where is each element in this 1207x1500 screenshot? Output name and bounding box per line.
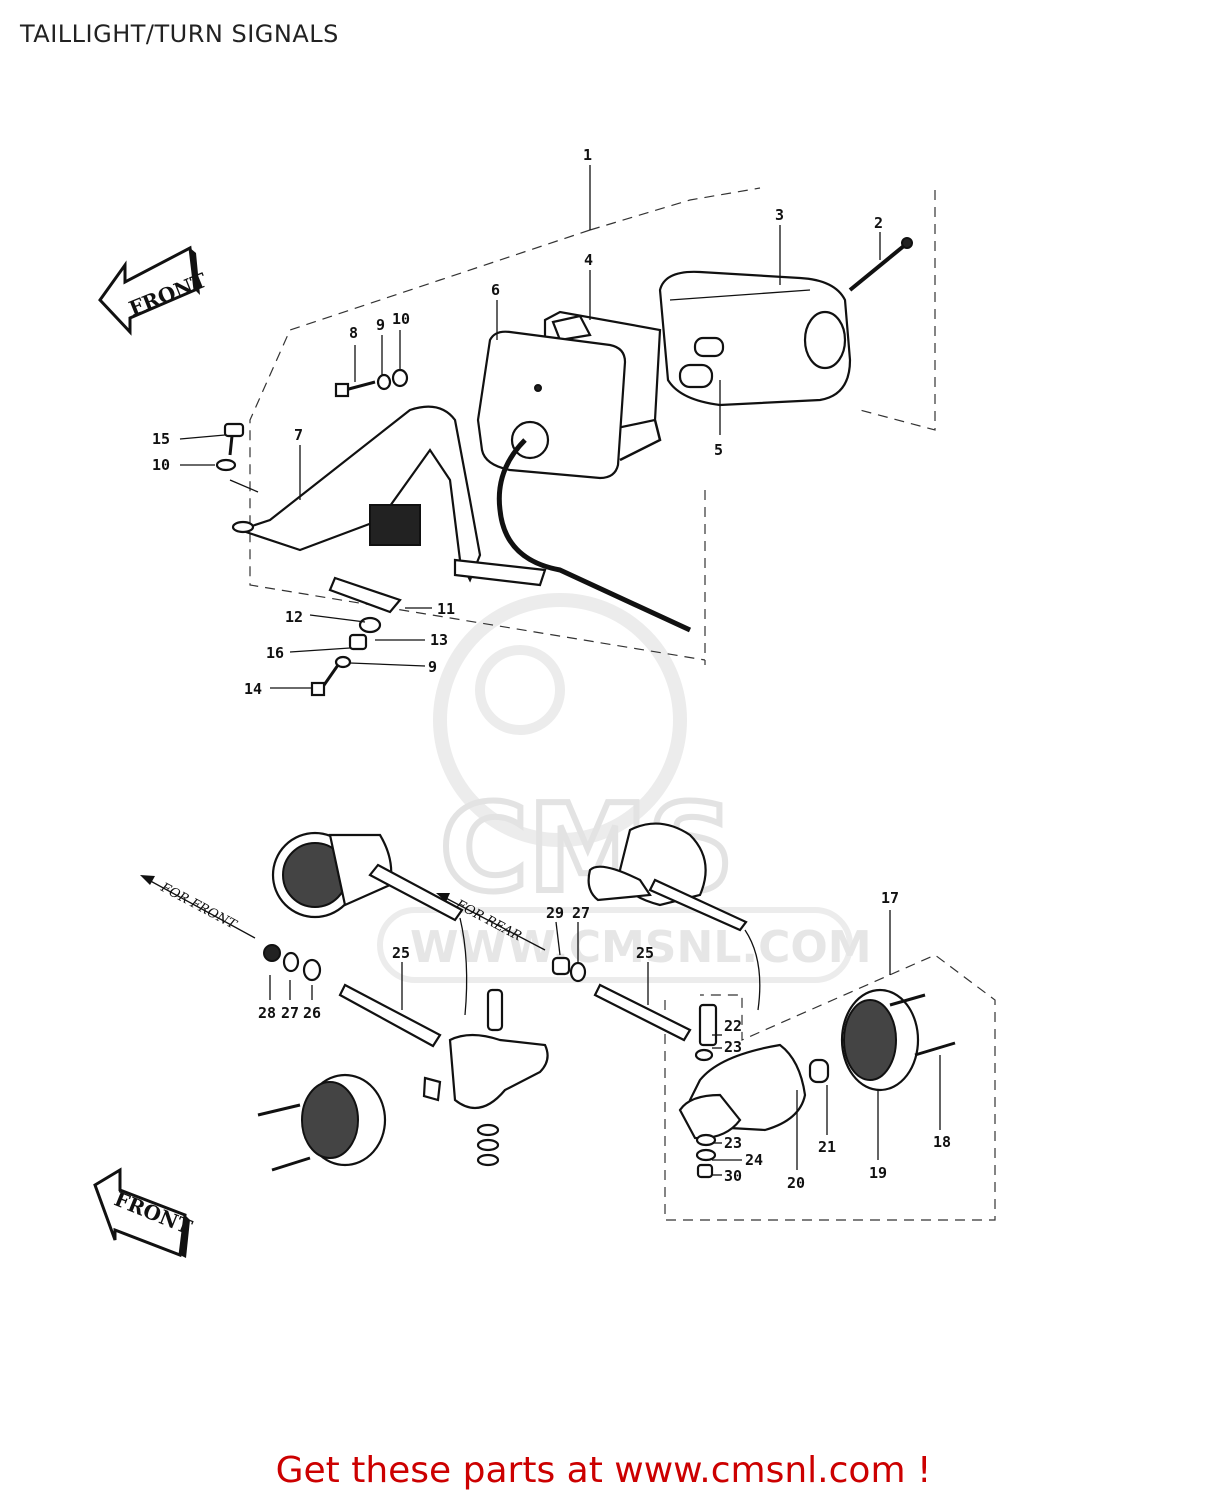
get-parts-link[interactable]: Get these parts at www.cmsnl.com ! — [275, 1450, 932, 1491]
callout-15: 15 — [152, 430, 170, 448]
watermark: CMS WWW.CMSNL.COM — [377, 593, 872, 983]
callout-16: 16 — [266, 644, 284, 662]
front-arrow-top: FRONT — [98, 245, 210, 336]
callout-25-left: 25 — [392, 944, 410, 962]
callout-17: 17 — [881, 889, 899, 907]
callout-22: 22 — [724, 1017, 742, 1035]
callout-19: 19 — [869, 1164, 887, 1182]
callout-23-upper: 23 — [724, 1038, 742, 1056]
callout-24: 24 — [745, 1151, 763, 1169]
callout-1: 1 — [583, 146, 592, 164]
callout-27-lower: 27 — [281, 1004, 299, 1022]
callouts: 1 2 3 4 5 6 7 8 9 10 15 10 11 12 13 16 9… — [152, 146, 951, 1192]
callout-6: 6 — [491, 281, 500, 299]
callout-8: 8 — [349, 324, 358, 342]
page-title: TAILLIGHT/TURN SIGNALS — [20, 20, 339, 48]
callout-3: 3 — [775, 206, 784, 224]
callout-26: 26 — [303, 1004, 321, 1022]
taillight-assembly — [215, 165, 936, 697]
callout-5: 5 — [714, 441, 723, 459]
watermark-url: WWW.CMSNL.COM — [410, 922, 872, 973]
callout-2: 2 — [874, 214, 883, 232]
callout-18: 18 — [933, 1133, 951, 1151]
callout-28: 28 — [258, 1004, 276, 1022]
callout-30: 30 — [724, 1167, 742, 1185]
callout-21: 21 — [818, 1138, 836, 1156]
callout-9-upper: 9 — [376, 316, 385, 334]
for-front-label: FOR FRONT — [157, 880, 239, 933]
callout-11: 11 — [437, 600, 455, 618]
callout-10-lower: 10 — [152, 456, 170, 474]
callout-25-right: 25 — [636, 944, 654, 962]
callout-27-upper: 27 — [572, 904, 590, 922]
callout-4: 4 — [584, 251, 593, 269]
front-arrow-bottom: FRONT — [93, 1167, 196, 1258]
callout-14: 14 — [244, 680, 262, 698]
callout-12: 12 — [285, 608, 303, 626]
callout-9-lower: 9 — [428, 658, 437, 676]
leader-lines-upper — [179, 225, 881, 689]
callout-13: 13 — [430, 631, 448, 649]
callout-10-upper: 10 — [392, 310, 410, 328]
callout-29: 29 — [546, 904, 564, 922]
callout-20: 20 — [787, 1174, 805, 1192]
callout-7: 7 — [294, 426, 303, 444]
callout-23-lower: 23 — [724, 1134, 742, 1152]
turn-signal-assembly — [140, 822, 996, 1221]
leader-lines-lower — [269, 921, 941, 1176]
